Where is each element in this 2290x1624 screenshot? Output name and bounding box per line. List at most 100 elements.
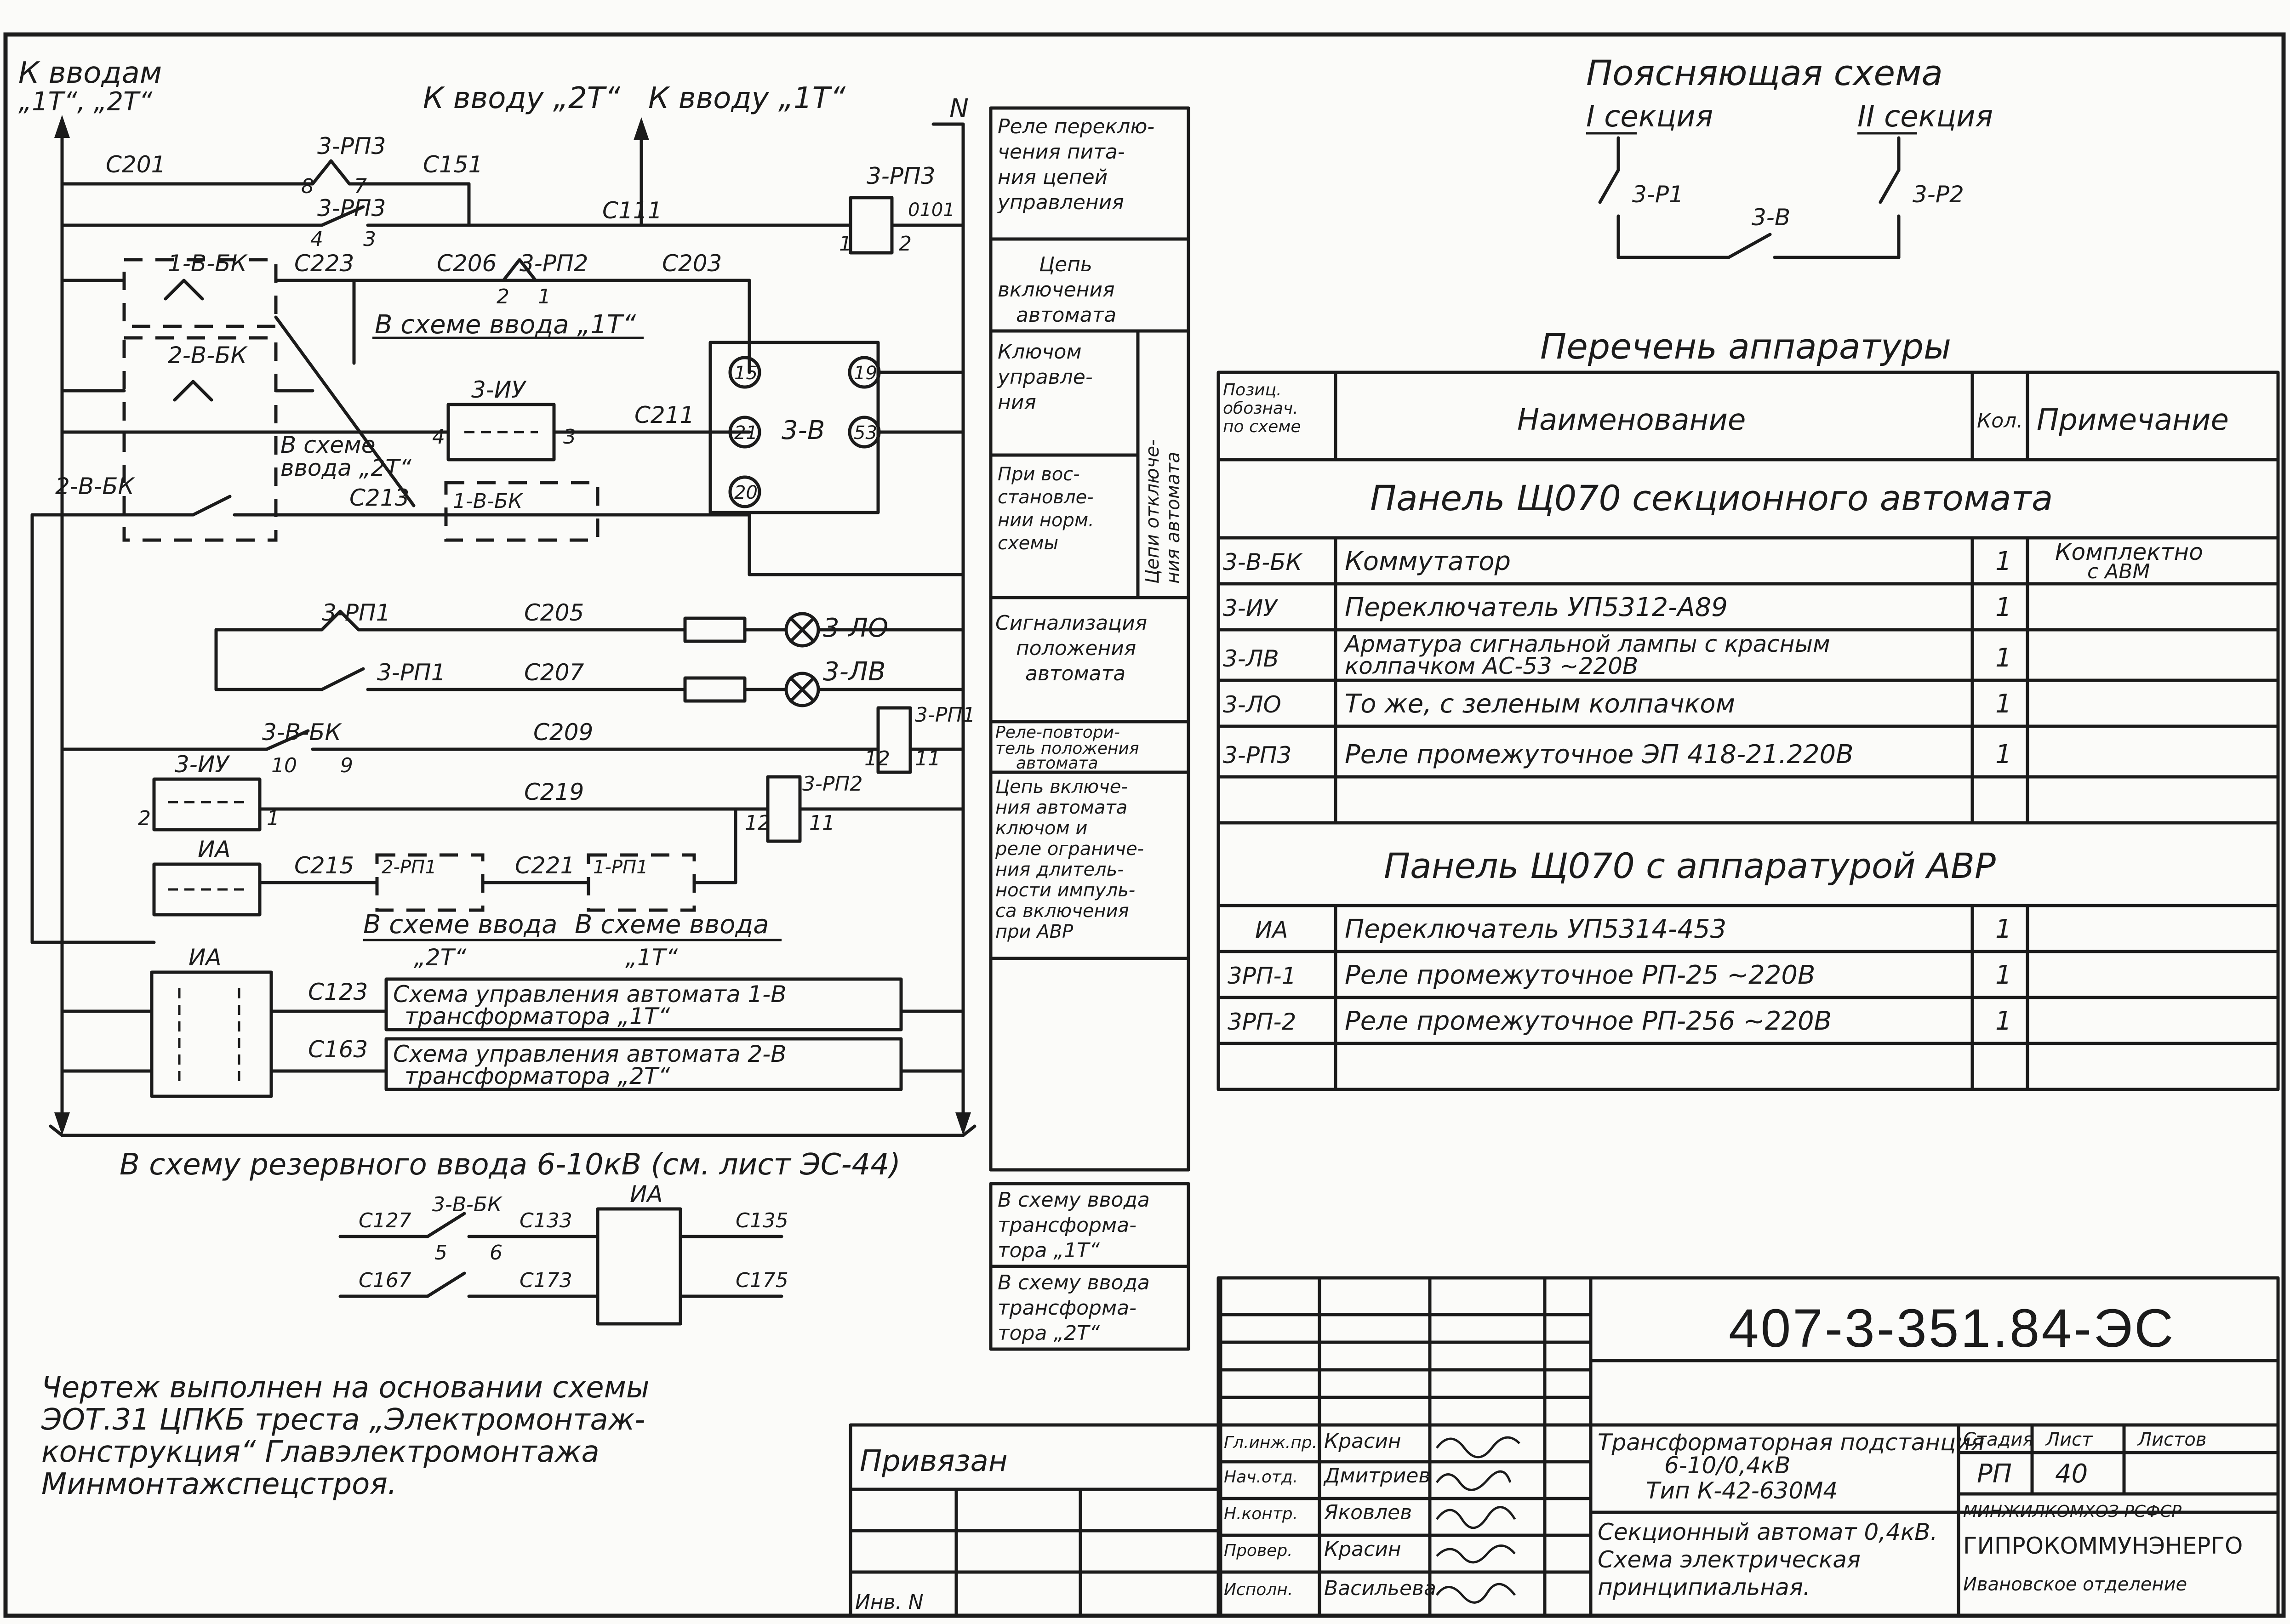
org-l2: ГИПРОКОММУНЭНЕРГО [1963,1533,2243,1559]
device-2b-bk: 2-В-БК [168,342,248,369]
wire-c205: С205 [524,599,584,626]
inv-label: Инв. N [855,1590,924,1614]
r3-qty: 1 [1995,643,2012,673]
sheet-title-l1: Секционный автомат 0,4кВ. [1598,1519,1937,1545]
r3-pos: 3-ЛВ [1223,645,1279,672]
r6-qty: 1 [1995,914,2012,944]
main-schematic: К вводам „1Т“, „2Т“ К вводу „2Т“ К вводу… [18,56,977,1501]
to-2t-l1: В схему ввода [998,1271,1150,1294]
device-3rp3-coil: 3-РП3 [867,163,935,189]
side-restore-l3: нии норм. [998,510,1094,531]
wire-c219: С219 [524,779,584,805]
term-5: 5 [434,1241,447,1265]
title-stamp: 407-3-351.84-ЭС Привязан Инв. N Гл.инж.п… [849,1276,2280,1618]
r1-qty: 1 [1995,547,2012,576]
term-12: 12 [864,747,890,770]
term-3: 3 [363,228,376,251]
r1-name: Коммутатор [1345,547,1511,576]
term-12b: 12 [745,811,771,835]
term-2b: 2 [497,285,509,308]
side-close-circuit-l1: Цепь [1039,253,1092,276]
device-ia-a: ИА [198,836,231,863]
wire-c207: С207 [524,659,584,686]
section-1-label: I секция [1586,100,1713,134]
sheet-header: Лист [2045,1429,2093,1450]
side-avr-l4: реле ограниче- [995,838,1144,860]
r8-qty: 1 [1995,1006,2012,1036]
r1-note-l1: Комплектно [2055,539,2203,565]
note-in-scheme-vvoda-b: В схеме ввода [575,910,769,940]
device-3rp2-coil: 3-РП2 [802,772,862,796]
note-in-scheme-2t-l2: ввода „2Т“ [280,455,412,481]
hdr-pos-l1: Позиц. [1223,381,1282,399]
side-restore-l2: становле- [998,487,1094,508]
hdr-qty: Кол. [1977,409,2023,433]
device-1rp1: 1-РП1 [593,857,648,878]
device-3rp3-a: 3-РП3 [317,133,386,160]
name-3: Яковлев [1324,1501,1412,1524]
side-avr-l1: Цепь включе- [995,776,1128,798]
r2-name: Переключатель УП5312-А89 [1345,593,1728,622]
device-3lv: 3-ЛВ [823,657,885,687]
sheet-value: 40 [2055,1459,2088,1489]
privyazan-label: Привязан [860,1444,1008,1478]
name-1: Красин [1324,1430,1401,1453]
to-1t-l1: В схему ввода [998,1188,1150,1212]
signature-4 [1436,1544,1516,1564]
signature-1 [1436,1436,1520,1459]
section-2-label: II секция [1857,100,1993,134]
note-in-scheme-2t-l1: В схеме [280,432,376,458]
role-4: Провер. [1224,1541,1293,1560]
device-3rp1-coil: 3-РП1 [915,703,975,727]
to-2t-l3: тора „2Т“ [998,1322,1100,1345]
term-2c: 2 [138,807,151,830]
term-9: 9 [340,754,353,777]
wire-c123: С123 [308,979,368,1005]
note-line2: ЭОТ.31 ЦПКБ треста „Электромонтаж- [41,1403,645,1437]
role-1: Гл.инж.пр. [1224,1433,1317,1452]
sw-3b: 3-В [1752,204,1790,231]
equipment-title: Перечень аппаратуры [1540,326,1951,367]
r7-pos: 3РП-1 [1228,963,1296,989]
feeder-1t-label: К вводу „1Т“ [648,81,846,115]
sheets-header: Листов [2137,1429,2206,1450]
stage-header: Стадия [1963,1429,2033,1450]
wire-c135: С135 [736,1209,788,1232]
side-repeater-l1: Реле-повтори- [995,723,1120,742]
device-2rp1: 2-РП1 [382,857,437,878]
top-left-label-line1: К вводам [18,56,162,90]
project-l2: 6-10/0,4кВ [1664,1452,1790,1479]
wire-c223: С223 [294,250,354,277]
project-l1: Трансформаторная подстанция [1598,1429,1985,1456]
side-key-l2: управле- [997,365,1093,389]
r1-note-l2: с АВМ [2087,560,2150,583]
ctrl-2b-l1: Схема управления автомата 2-В [393,1041,787,1067]
r3-name-l2: колпачком АС-53 ~220В [1345,653,1638,679]
side-avr-l3: ключом и [995,818,1087,839]
side-restore-l4: схемы [998,533,1058,554]
term-53: 53 [854,422,877,444]
sw-3r1: 3-Р1 [1632,181,1684,208]
signature-2 [1435,1470,1512,1491]
device-3iu-b: 3-ИУ [175,751,230,778]
tag-1t: „1Т“ [625,944,678,971]
term-4: 4 [310,228,323,251]
r2-pos: 3-ИУ [1223,595,1279,621]
side-relay-switch-l2: чения пита- [998,140,1125,164]
term-11b: 11 [809,811,835,835]
name-4: Красин [1324,1538,1401,1561]
wire-c203: С203 [662,250,722,277]
side-avr-l8: при АВР [995,921,1074,942]
ctrl-2b-l2: трансформатора „2Т“ [405,1063,670,1089]
r5-pos: 3-РП3 [1223,742,1291,769]
wire-c201: С201 [106,151,166,178]
side-avr-l5: ния длитель- [995,859,1124,880]
r2-qty: 1 [1995,593,2012,622]
role-2: Нач.отд. [1224,1468,1298,1487]
device-3b: 3-В [782,416,825,445]
ctrl-1b-l1: Схема управления автомата 1-В [393,981,787,1008]
wire-c215: С215 [294,852,354,879]
side-repeater-l3: автомата [1016,754,1098,773]
term-15: 15 [734,363,758,384]
side-avr-l6: ности импуль- [995,880,1135,901]
